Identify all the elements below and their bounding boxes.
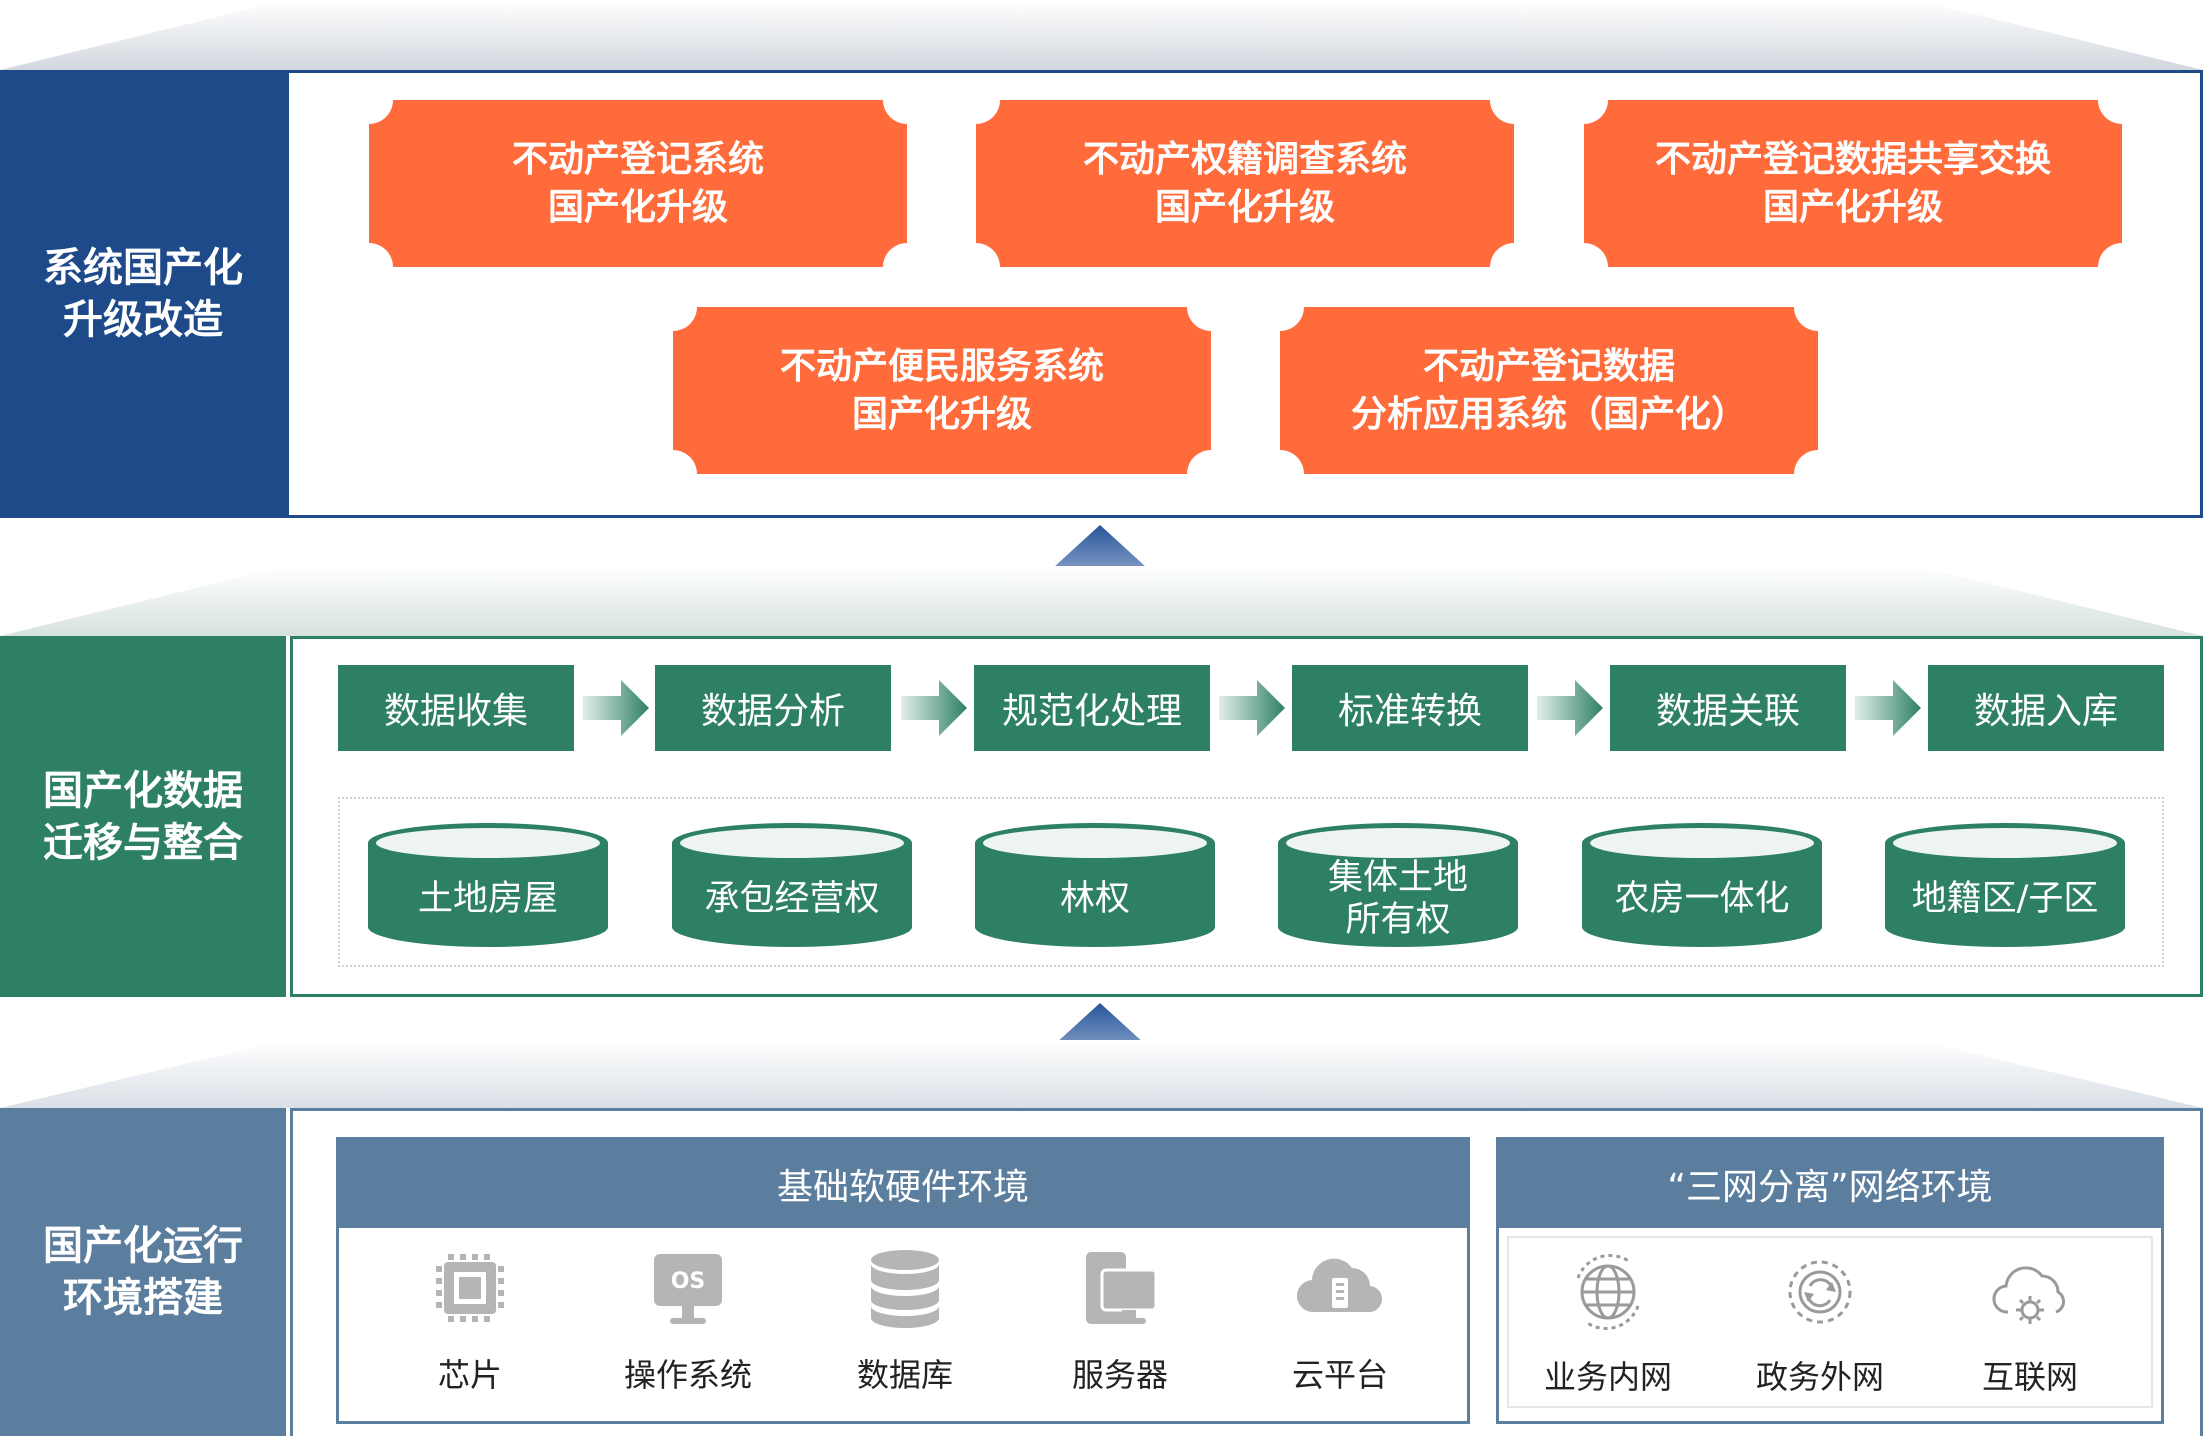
chip-icon: [436, 1254, 504, 1322]
env-item-os-label: 操作系统: [623, 1356, 752, 1394]
system-registration-label: 不动产登记系统 国产化升级: [511, 138, 764, 228]
db-cylinder-icon: [1278, 823, 1518, 947]
env-item-server-label: 服务器: [1071, 1356, 1168, 1394]
step-arrow-icon: [1855, 680, 1921, 736]
step-arrow-icon: [901, 680, 967, 736]
db-cylinder-icon: [975, 823, 1215, 947]
db-cylinder-icon: [368, 823, 608, 947]
env-item-extranet-label: 政务外网: [1755, 1358, 1884, 1396]
env-item-intranet: 业务内网: [1518, 1248, 1698, 1398]
db-forest-rights-label: 林权: [1059, 879, 1130, 919]
step-arrow-icon: [1219, 680, 1285, 736]
system-public-service-shape: [673, 307, 1211, 474]
env-item-internet: 互联网: [1940, 1248, 2120, 1398]
db-forest-rights: 林权: [975, 823, 1215, 947]
system-data-sharing-shape: [1584, 100, 2122, 267]
env-item-server: 服务器: [1030, 1240, 1210, 1396]
bottom-layer-bevel: [0, 1040, 2203, 1108]
system-registration-shape: [369, 100, 907, 267]
cloud-gear-icon: [1992, 1266, 2065, 1324]
env-item-cloud-label: 云平台: [1291, 1356, 1388, 1394]
step-data-analysis: 数据分析: [655, 665, 891, 751]
db-cylinder-icon: [1582, 823, 1822, 947]
env-item-database: 数据库: [815, 1240, 995, 1396]
env-item-intranet-label: 业务内网: [1543, 1358, 1672, 1396]
db-cylinder-icon: [1885, 823, 2125, 947]
system-registration-button[interactable]: 不动产登记系统 国产化升级: [369, 100, 907, 267]
db-contract-rights-label: 承包经营权: [704, 879, 880, 919]
env-item-os: OS 操作系统: [598, 1240, 778, 1396]
system-survey-label: 不动产权籍调查系统 国产化升级: [1082, 138, 1407, 228]
system-data-sharing-label: 不动产登记数据共享交换 国产化升级: [1654, 138, 2051, 228]
db-cadastral-zone: 地籍区/子区: [1885, 823, 2125, 947]
db-cadastral-zone-label: 地籍区/子区: [1911, 879, 2099, 919]
db-contract-rights: 承包经营权: [672, 823, 912, 947]
database-group: [338, 797, 2164, 967]
system-analysis-shape: [1280, 307, 1818, 474]
step-data-association: 数据关联: [1610, 665, 1846, 751]
step-arrow-icon: [1537, 680, 1603, 736]
system-survey-shape: [976, 100, 1514, 267]
network-env-inner: [1507, 1236, 2153, 1408]
step-data-storage: 数据入库: [1928, 665, 2164, 751]
db-cylinder-icon: [672, 823, 912, 947]
middle-layer-bevel: [0, 566, 2203, 636]
step-standard-conversion: 标准转换: [1292, 665, 1528, 751]
db-collective-land: 集体土地 所有权: [1278, 823, 1518, 947]
system-data-sharing-button[interactable]: 不动产登记数据共享交换 国产化升级: [1584, 100, 2122, 267]
env-item-chip-label: 芯片: [437, 1356, 502, 1394]
db-land-housing: 土地房屋: [368, 823, 608, 947]
refresh-globe-icon: [1788, 1260, 1852, 1324]
server-icon: [1086, 1252, 1158, 1324]
db-collective-land-label: 集体土地 所有权: [1327, 858, 1468, 940]
layer-label-runtime-env: 国产化运行 环境搭建: [0, 1108, 286, 1436]
env-item-internet-label: 互联网: [1981, 1358, 2078, 1396]
db-rural-housing-label: 农房一体化: [1614, 879, 1790, 919]
cloud-platform-icon: [1296, 1258, 1383, 1313]
system-analysis-button[interactable]: 不动产登记数据 分析应用系统（国产化）: [1280, 307, 1818, 474]
system-survey-button[interactable]: 不动产权籍调查系统 国产化升级: [976, 100, 1514, 267]
basic-env-title: 基础软硬件环境: [339, 1140, 1467, 1228]
basic-env-box: 基础软硬件环境: [336, 1137, 1470, 1424]
db-land-housing-label: 土地房屋: [417, 879, 558, 919]
env-item-database-label: 数据库: [856, 1356, 953, 1394]
system-public-service-button[interactable]: 不动产便民服务系统 国产化升级: [673, 307, 1211, 474]
layer-label-data-migration: 国产化数据 迁移与整合: [0, 636, 286, 997]
system-analysis-label: 不动产登记数据 分析应用系统（国产化）: [1350, 345, 1747, 435]
database-icon: [871, 1250, 939, 1328]
db-rural-housing: 农房一体化: [1582, 823, 1822, 947]
env-item-chip: 芯片: [380, 1240, 560, 1396]
env-item-extranet: 政务外网: [1730, 1248, 1910, 1398]
system-public-service-label: 不动产便民服务系统 国产化升级: [779, 345, 1104, 435]
step-normalization: 规范化处理: [974, 665, 1210, 751]
step-data-collection: 数据收集: [338, 665, 574, 751]
os-icon: OS: [654, 1254, 722, 1324]
globe-icon: [1576, 1254, 1640, 1330]
svg-text:OS: OS: [671, 1269, 706, 1294]
step-arrow-icon: [583, 680, 649, 736]
top-layer-bevel: [0, 0, 2203, 70]
layer-label-system-upgrade: 系统国产化 升级改造: [0, 70, 286, 518]
env-item-cloud: 云平台: [1250, 1240, 1430, 1396]
network-env-title: “三网分离”网络环境: [1499, 1140, 2161, 1228]
